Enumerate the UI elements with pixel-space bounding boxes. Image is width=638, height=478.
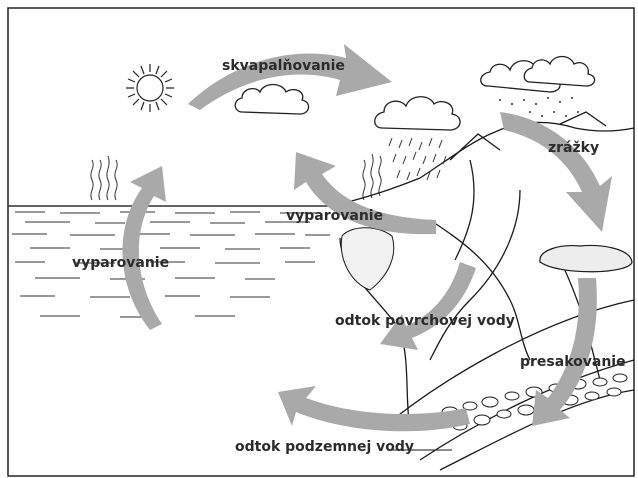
label-precipitation: zrážky: [548, 140, 599, 156]
label-percolation: presakovanie: [520, 354, 626, 370]
label-evaporation-land: vyparovanie: [286, 208, 383, 224]
label-surface-runoff: odtok povrchovej vody: [335, 313, 515, 329]
label-groundwater-runoff: odtok podzemnej vody: [235, 439, 414, 455]
label-condensation: skvapalňovanie: [222, 58, 345, 74]
label-evaporation-sea: vyparovanie: [72, 255, 169, 271]
lake: [540, 246, 632, 272]
